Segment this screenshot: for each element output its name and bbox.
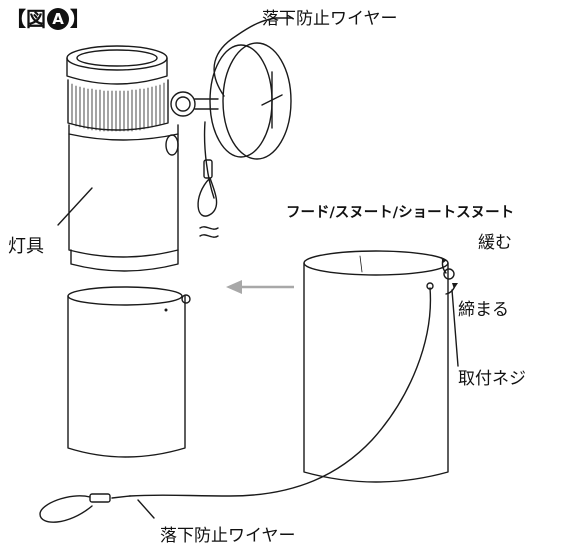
direction-arrow xyxy=(226,280,294,294)
label-loosen: 緩む xyxy=(478,233,512,253)
lamp-fixture xyxy=(66,17,292,272)
hood-left xyxy=(67,286,191,458)
hood-right xyxy=(39,250,459,523)
figure-badge-a: A xyxy=(47,8,69,30)
label-hood-types: フード/スヌート/ショートスヌート xyxy=(286,205,514,221)
label-tighten: 締まる xyxy=(458,300,509,320)
label-lamp: 灯具 xyxy=(8,236,44,257)
label-wire-top: 落下防止ワイヤー xyxy=(262,9,398,29)
label-mount-screw: 取付ネジ xyxy=(458,369,526,389)
label-wire-bottom: 落下防止ワイヤー xyxy=(160,526,296,546)
